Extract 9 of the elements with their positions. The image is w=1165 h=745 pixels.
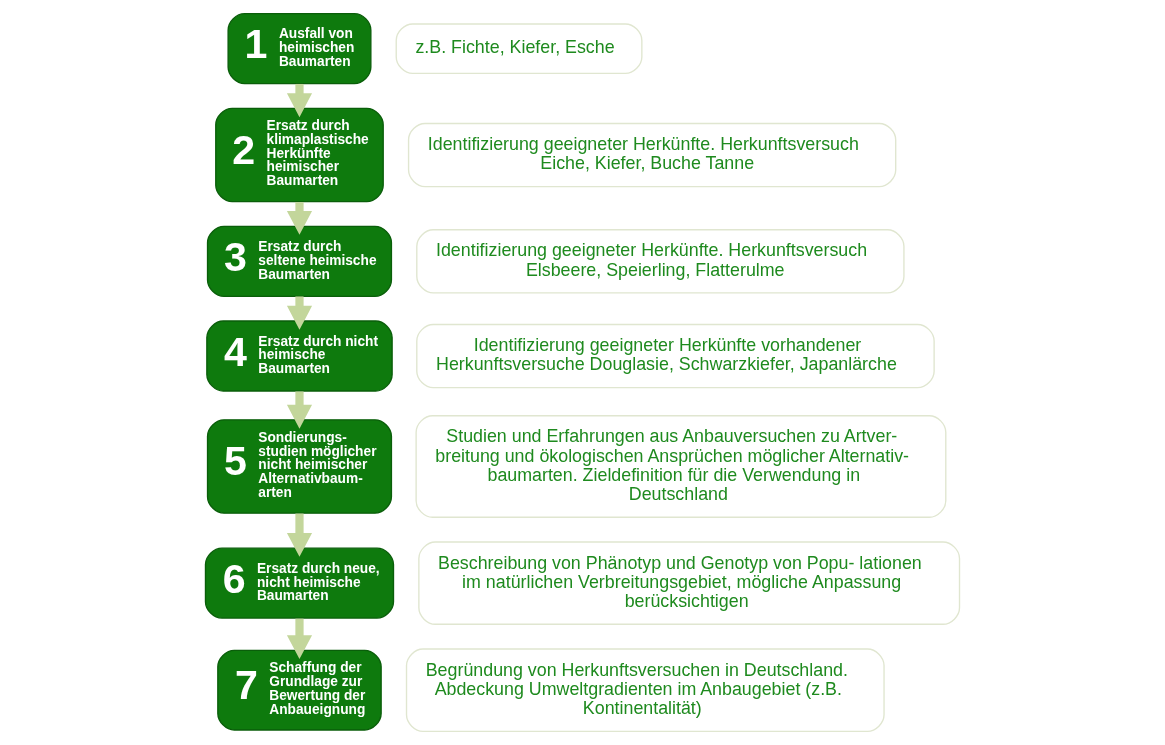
node-box: Identifizierung geeigneter Herkünfte. Herkunftsversuch Elsbeere, Speierling, Flatterulme [416, 229, 905, 294]
node-box: Identifizierung geeigneter Herkünfte. Herkunftsversuch Eiche, Kiefer, Buche Tanne [407, 122, 897, 188]
arrow [286, 513, 313, 557]
node-box: z.B. Fichte, Kiefer, Esche [395, 23, 643, 75]
node-box: Begründung von Herkunftsversuchen in Deutschland. Abdeckung Umweltgradienten im Anbaugebiet (z.B. Kontinentalität) [405, 648, 885, 732]
node-box: Studien und Erfahrungen aus Anbauversuchen zu Artver- breitung und ökologischen Ansprüchen möglicher Alternativ- baumarten. Zieldefinition für die Verwendung in Deutschland [415, 415, 947, 518]
arrow [286, 618, 313, 660]
node-box: Identifizierung geeigneter Herkünfte vorhandener Herkunftsversuche Douglasie, Schwarzkiefer, Japanlärche [416, 323, 935, 389]
node-box: Beschreibung von Phänotyp und Genotyp von Popu- lationen im natürlichen Verbreitungsgebiet, mögliche Anpassung berücksichtigen [418, 541, 961, 625]
